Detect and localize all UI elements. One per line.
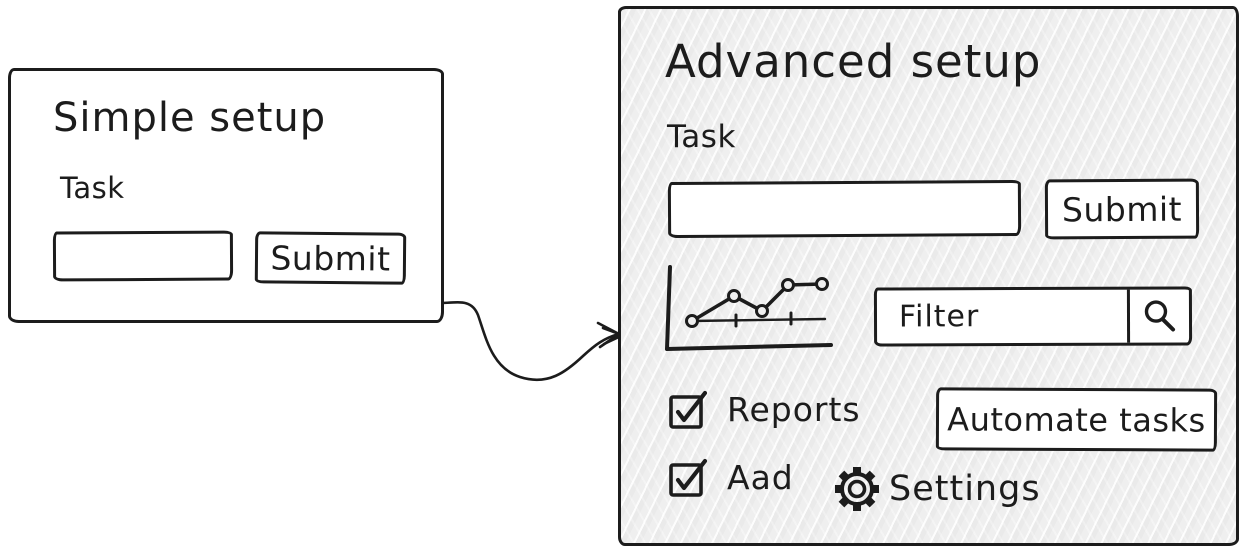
task-label: Task bbox=[667, 119, 736, 155]
search-icon bbox=[1144, 299, 1175, 332]
task-input[interactable] bbox=[667, 179, 1022, 239]
simple-setup-panel: Simple setup Task Submit bbox=[8, 68, 444, 323]
simple-panel-title: Simple setup bbox=[53, 95, 327, 141]
aad-checkbox-row: Aad bbox=[667, 455, 794, 499]
aad-checkbox[interactable] bbox=[667, 455, 711, 499]
search-button[interactable] bbox=[1126, 289, 1190, 343]
filter-input[interactable] bbox=[876, 289, 1128, 344]
reports-checkbox-row: Reports bbox=[667, 387, 861, 431]
gear-icon bbox=[835, 467, 879, 511]
settings-button[interactable]: Settings bbox=[829, 461, 1041, 517]
reports-checkbox-label: Reports bbox=[727, 389, 861, 429]
automate-tasks-button[interactable]: Automate tasks bbox=[935, 387, 1218, 452]
aad-checkbox-label: Aad bbox=[727, 457, 794, 497]
task-input[interactable] bbox=[52, 230, 234, 282]
submit-button[interactable]: Submit bbox=[1044, 178, 1200, 240]
line-chart-icon bbox=[665, 265, 833, 351]
filter-box bbox=[873, 286, 1193, 347]
advanced-panel-title: Advanced setup bbox=[665, 35, 1042, 88]
flow-arrow bbox=[441, 301, 624, 382]
task-label: Task bbox=[60, 171, 125, 205]
submit-button[interactable]: Submit bbox=[254, 231, 407, 285]
settings-label: Settings bbox=[889, 469, 1041, 509]
advanced-setup-panel: Advanced setup Task Submit bbox=[618, 6, 1239, 546]
reports-checkbox[interactable] bbox=[667, 387, 711, 431]
